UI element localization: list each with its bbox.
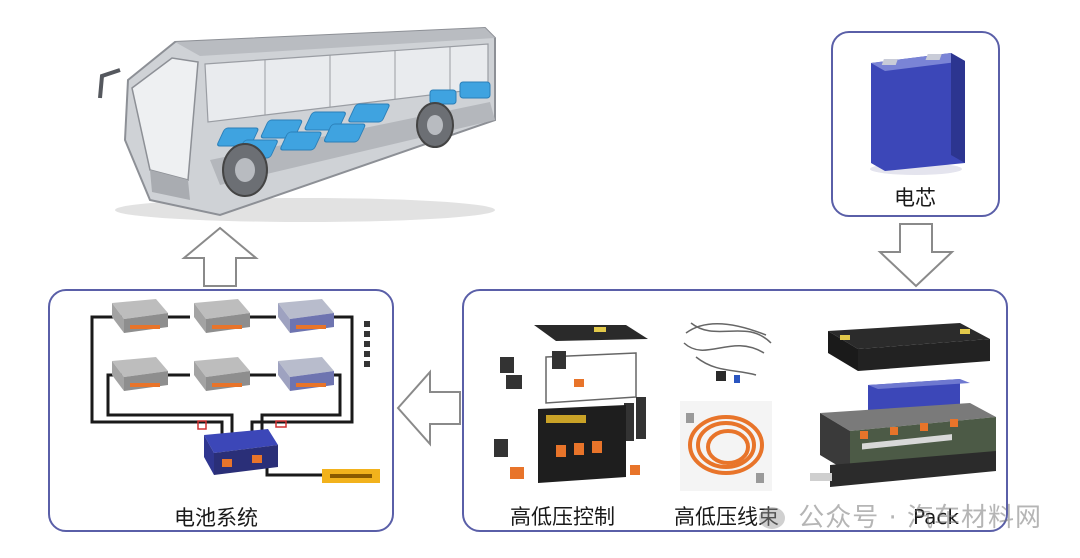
- watermark-text: 公众号 · 汽车材料网: [798, 503, 1042, 533]
- watermark: 公众号 · 汽车材料网: [758, 497, 1042, 534]
- wechat-icon: [758, 507, 785, 529]
- cell-label: 电芯: [894, 186, 936, 210]
- hv-lv-harness-image: [676, 313, 776, 493]
- prismatic-cell-image: [861, 45, 971, 175]
- battery-system-label: 电池系统: [174, 506, 258, 530]
- electric-bus-illustration: [90, 10, 510, 225]
- hv-lv-control-image: [476, 317, 666, 497]
- components-panel: 高低压控制 高低压线束: [462, 289, 1008, 532]
- arrow-down-icon: [876, 222, 956, 288]
- pack-label: Pack: [913, 505, 959, 529]
- cell-panel: 电芯: [831, 31, 1000, 217]
- battery-pack-image: [810, 305, 1000, 501]
- hv-lv-harness-label: 高低压线束: [674, 505, 779, 529]
- arrow-up-icon: [180, 226, 260, 288]
- hv-lv-control-label: 高低压控制: [510, 505, 615, 529]
- arrow-left-icon: [396, 368, 462, 448]
- battery-system-diagram: [72, 297, 382, 502]
- battery-system-panel: 电池系统: [48, 289, 394, 532]
